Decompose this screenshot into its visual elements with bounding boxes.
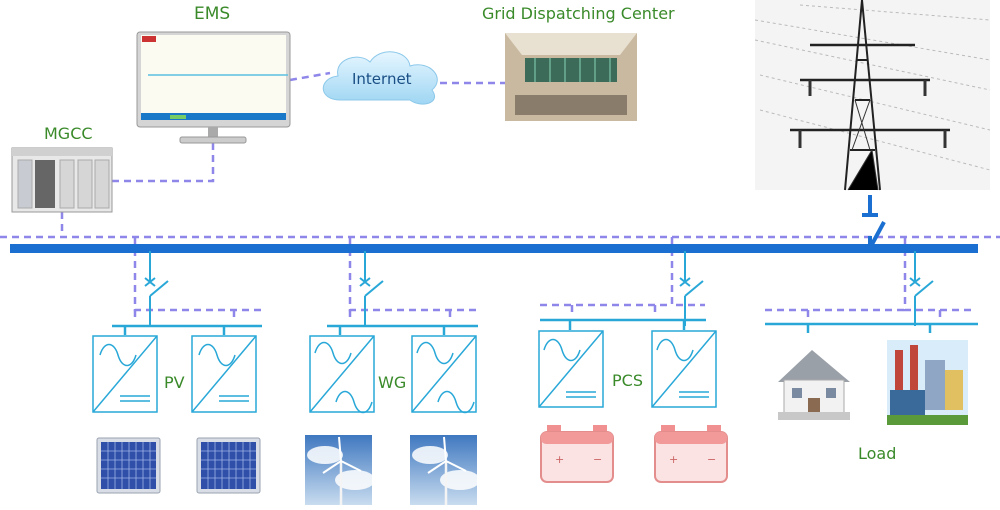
factory-image <box>887 340 968 425</box>
grid-dispatching-center-label: Grid Dispatching Center <box>482 4 675 23</box>
ems-label: EMS <box>194 4 231 24</box>
wind-turbine-image <box>408 433 482 507</box>
mgcc-label: MGCC <box>44 124 93 143</box>
sub-buses <box>112 318 978 335</box>
mgcc-controller[interactable] <box>11 147 113 213</box>
transmission-tower-image <box>754 0 991 191</box>
wg-breaker[interactable] <box>359 250 384 327</box>
pv-inverter <box>92 335 158 413</box>
dispatch-center-image <box>505 33 637 121</box>
pcs-converter <box>651 330 717 408</box>
main-ac-bus <box>10 244 978 253</box>
pv-breaker[interactable] <box>144 250 169 327</box>
solar-panel-image <box>196 437 261 494</box>
comm-network <box>0 71 1000 320</box>
wg-converter <box>411 335 477 414</box>
load-breaker[interactable] <box>909 250 934 327</box>
pv-label: PV <box>164 373 185 392</box>
ems-monitor[interactable] <box>136 31 291 144</box>
battery-image <box>654 424 728 483</box>
internet-cloud-icon <box>322 51 438 105</box>
battery-image <box>540 424 614 483</box>
solar-panel-image <box>96 437 161 494</box>
internet-label: Internet <box>352 70 412 88</box>
grid-breaker[interactable] <box>862 195 886 249</box>
wind-turbine-image <box>303 433 377 507</box>
wg-converter <box>309 335 375 414</box>
pcs-breaker[interactable] <box>679 250 704 327</box>
house-image <box>778 350 850 420</box>
pcs-converter <box>538 330 604 408</box>
wg-label: WG <box>378 373 407 392</box>
pv-inverter <box>191 335 257 413</box>
pcs-label: PCS <box>612 371 643 390</box>
load-label: Load <box>858 444 897 463</box>
